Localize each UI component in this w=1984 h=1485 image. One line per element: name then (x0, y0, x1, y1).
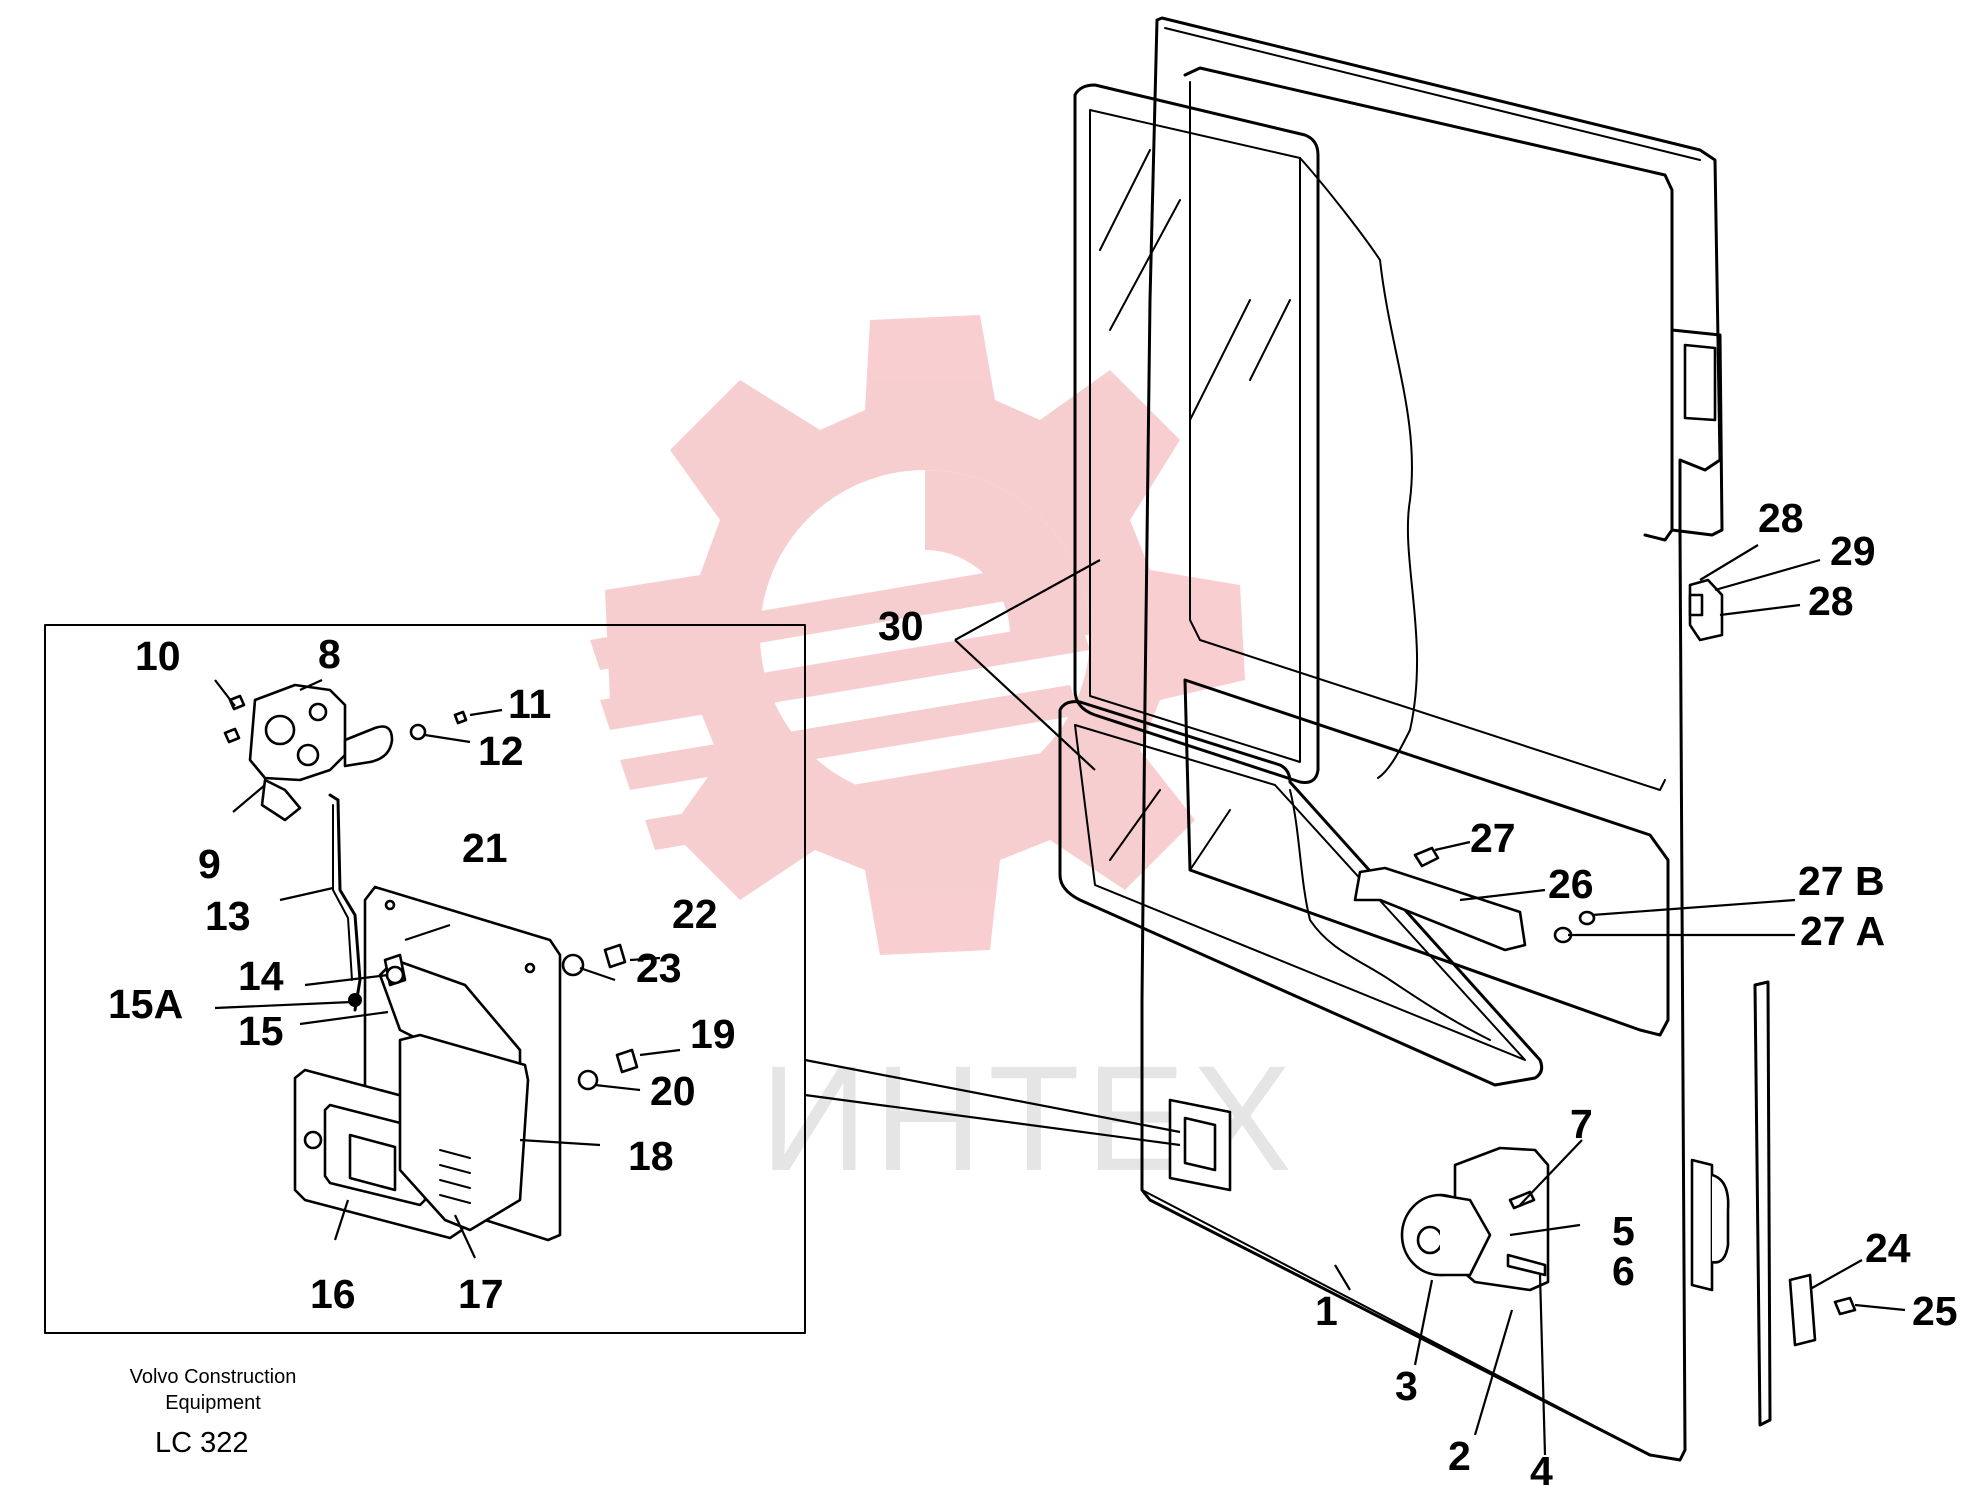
callout-15A: 15A (108, 981, 183, 1027)
glass-hatching (1099, 149, 1291, 871)
company-name-line1: Volvo Construction (130, 1366, 297, 1388)
callout-27B: 27 B (1798, 858, 1885, 904)
company-name-line2: Equipment (165, 1392, 261, 1414)
callout-21: 21 (462, 825, 508, 871)
callout-7: 7 (1570, 1101, 1593, 1147)
callout-16: 16 (310, 1271, 356, 1317)
callout-22: 22 (672, 891, 718, 937)
hinge-upper (1688, 578, 1724, 642)
callout-10: 10 (135, 633, 181, 679)
diagram-code: LC 322 (155, 1427, 249, 1459)
callout-11: 11 (508, 681, 551, 727)
callout-30: 30 (878, 603, 924, 649)
bracket-26 (1353, 846, 1596, 952)
callout-8: 8 (318, 631, 341, 677)
door-assembly (1140, 16, 1772, 1462)
callout-2: 2 (1448, 1433, 1471, 1479)
callouts: 1 2 3 4 5 6 7 8 9 10 11 12 13 14 15 15A … (108, 495, 1958, 1485)
callout-20: 20 (650, 1068, 696, 1114)
callout-12: 12 (478, 728, 524, 774)
callout-13: 13 (205, 893, 251, 939)
callout-15: 15 (238, 1008, 284, 1054)
leader-lines (214, 544, 1906, 1456)
callout-9: 9 (198, 841, 221, 887)
detail-inset-box (44, 624, 806, 1334)
callout-27: 27 (1470, 815, 1516, 861)
callout-25: 25 (1912, 1288, 1958, 1334)
callout-18: 18 (628, 1133, 674, 1179)
callout-6: 6 (1612, 1248, 1635, 1294)
callout-24: 24 (1865, 1225, 1911, 1271)
hinge-lower (1690, 1158, 1857, 1347)
handle-body-17 (398, 1033, 530, 1232)
door-handle-small (1168, 1098, 1232, 1192)
callout-1: 1 (1315, 1288, 1338, 1334)
window-seal-upper (1073, 83, 1419, 784)
callout-14: 14 (238, 953, 284, 999)
watermark-logo (590, 315, 1245, 955)
callout-23: 23 (636, 945, 682, 991)
rod-13 (328, 793, 362, 1012)
bolts-19-22 (561, 943, 639, 1091)
window-seal-lower (1058, 700, 1544, 1087)
callout-5: 5 (1612, 1208, 1635, 1254)
callout-17: 17 (458, 1271, 504, 1317)
callout-28-top: 28 (1758, 495, 1804, 541)
callout-3: 3 (1395, 1363, 1418, 1409)
callout-28-bottom: 28 (1808, 578, 1854, 624)
callout-27A: 27 A (1800, 908, 1885, 954)
lock-body-8 (223, 683, 468, 822)
lock-assembly (1400, 1146, 1550, 1292)
callout-4: 4 (1530, 1448, 1553, 1485)
callout-26: 26 (1548, 861, 1594, 907)
callout-29: 29 (1830, 528, 1876, 574)
callout-19: 19 (690, 1011, 736, 1057)
footer: Volvo Construction Equipment LC 322 (130, 1366, 297, 1459)
